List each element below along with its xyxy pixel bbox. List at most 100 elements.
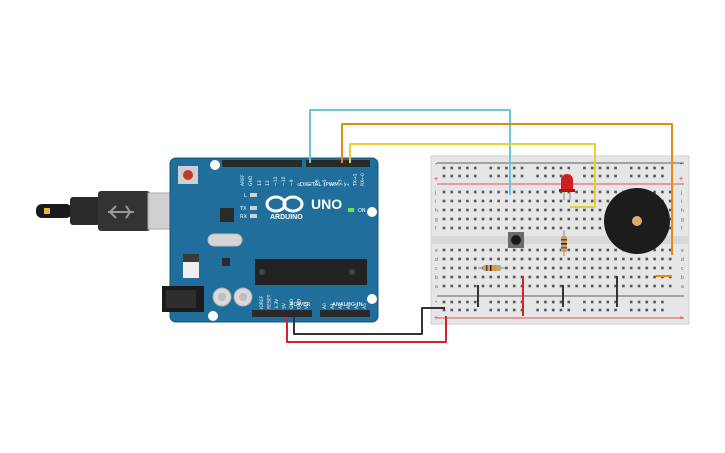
breadboard-hole[interactable] <box>473 275 477 279</box>
breadboard-hole[interactable] <box>637 174 641 178</box>
breadboard-hole[interactable] <box>442 300 446 304</box>
breadboard-hole[interactable] <box>489 300 493 304</box>
breadboard-hole[interactable] <box>637 275 641 279</box>
breadboard-hole[interactable] <box>661 190 664 194</box>
breadboard-hole[interactable] <box>458 248 461 252</box>
breadboard-hole[interactable] <box>645 174 649 178</box>
breadboard-hole[interactable] <box>622 257 625 261</box>
breadboard-hole[interactable] <box>668 190 672 194</box>
breadboard-hole[interactable] <box>473 174 477 178</box>
breadboard-hole[interactable] <box>668 208 672 212</box>
breadboard-hole[interactable] <box>661 308 664 312</box>
breadboard-hole[interactable] <box>598 300 602 304</box>
breadboard-hole[interactable] <box>528 208 532 212</box>
arduino-board[interactable]: ARDUINO UNO DIGITAL (PWM~) POWER ANALOG … <box>162 157 379 323</box>
breadboard-hole[interactable] <box>489 248 493 252</box>
breadboard-hole[interactable] <box>661 284 664 288</box>
breadboard-hole[interactable] <box>466 174 469 178</box>
breadboard-hole[interactable] <box>575 248 578 252</box>
breadboard-hole[interactable] <box>567 300 571 304</box>
breadboard-hole[interactable] <box>512 174 516 178</box>
breadboard-hole[interactable] <box>536 257 539 261</box>
breadboard-hole[interactable] <box>473 217 477 221</box>
breadboard-hole[interactable] <box>466 257 469 261</box>
breadboard-hole[interactable] <box>473 257 477 261</box>
breadboard-hole[interactable] <box>481 190 485 194</box>
breadboard-hole[interactable] <box>536 226 539 230</box>
breadboard-hole[interactable] <box>497 300 500 304</box>
breadboard-hole[interactable] <box>590 266 594 270</box>
breadboard-hole[interactable] <box>551 284 555 288</box>
breadboard-hole[interactable] <box>473 284 477 288</box>
breadboard-hole[interactable] <box>606 275 610 279</box>
breadboard-hole[interactable] <box>614 284 617 288</box>
breadboard-hole[interactable] <box>614 166 617 170</box>
breadboard-hole[interactable] <box>520 257 524 261</box>
breadboard-hole[interactable] <box>473 166 477 170</box>
breadboard-hole[interactable] <box>458 226 461 230</box>
breadboard-hole[interactable] <box>645 308 649 312</box>
breadboard-hole[interactable] <box>567 284 571 288</box>
breadboard-hole[interactable] <box>559 257 563 261</box>
breadboard-hole[interactable] <box>528 275 532 279</box>
breadboard-hole[interactable] <box>536 174 539 178</box>
breadboard-hole[interactable] <box>481 199 485 203</box>
breadboard-hole[interactable] <box>497 226 500 230</box>
breadboard-hole[interactable] <box>505 199 508 203</box>
breadboard-hole[interactable] <box>622 266 625 270</box>
breadboard-hole[interactable] <box>512 208 516 212</box>
breadboard-hole[interactable] <box>512 248 516 252</box>
breadboard-hole[interactable] <box>481 275 485 279</box>
breadboard-hole[interactable] <box>606 266 610 270</box>
breadboard-hole[interactable] <box>536 248 539 252</box>
breadboard-hole[interactable] <box>575 208 578 212</box>
breadboard-hole[interactable] <box>520 166 524 170</box>
breadboard-hole[interactable] <box>590 226 594 230</box>
breadboard-hole[interactable] <box>583 266 586 270</box>
breadboard-hole[interactable] <box>629 300 633 304</box>
breadboard-hole[interactable] <box>520 266 524 270</box>
breadboard-hole[interactable] <box>466 275 469 279</box>
breadboard-hole[interactable] <box>466 199 469 203</box>
breadboard-hole[interactable] <box>567 226 571 230</box>
breadboard-hole[interactable] <box>661 248 664 252</box>
breadboard-hole[interactable] <box>481 208 485 212</box>
breadboard-hole[interactable] <box>637 166 641 170</box>
breadboard-hole[interactable] <box>598 208 602 212</box>
piezo-buzzer[interactable] <box>604 188 670 254</box>
breadboard-hole[interactable] <box>458 275 461 279</box>
breadboard-hole[interactable] <box>442 257 446 261</box>
breadboard-hole[interactable] <box>583 166 586 170</box>
breadboard-hole[interactable] <box>489 199 493 203</box>
breadboard-hole[interactable] <box>598 226 602 230</box>
wires[interactable] <box>286 109 673 343</box>
breadboard-hole[interactable] <box>629 166 633 170</box>
breadboard-hole[interactable] <box>450 284 454 288</box>
breadboard-hole[interactable] <box>473 199 477 203</box>
breadboard-hole[interactable] <box>629 266 633 270</box>
breadboard-hole[interactable] <box>551 266 555 270</box>
breadboard-hole[interactable] <box>653 275 656 279</box>
breadboard-hole[interactable] <box>528 199 532 203</box>
breadboard-hole[interactable] <box>590 308 594 312</box>
breadboard-hole[interactable] <box>536 266 539 270</box>
breadboard-hole[interactable] <box>497 208 500 212</box>
breadboard-hole[interactable] <box>551 217 555 221</box>
breadboard-hole[interactable] <box>622 284 625 288</box>
breadboard-hole[interactable] <box>590 199 594 203</box>
breadboard-hole[interactable] <box>466 308 469 312</box>
resistor-vertical[interactable] <box>561 230 567 256</box>
breadboard-hole[interactable] <box>590 248 594 252</box>
breadboard-hole[interactable] <box>512 190 516 194</box>
breadboard-hole[interactable] <box>567 257 571 261</box>
breadboard-hole[interactable] <box>450 217 454 221</box>
breadboard-hole[interactable] <box>590 208 594 212</box>
breadboard-hole[interactable] <box>458 199 461 203</box>
breadboard-hole[interactable] <box>489 190 493 194</box>
breadboard-hole[interactable] <box>622 275 625 279</box>
breadboard-hole[interactable] <box>505 226 508 230</box>
breadboard-hole[interactable] <box>598 166 602 170</box>
breadboard-hole[interactable] <box>497 275 500 279</box>
breadboard-hole[interactable] <box>512 308 516 312</box>
